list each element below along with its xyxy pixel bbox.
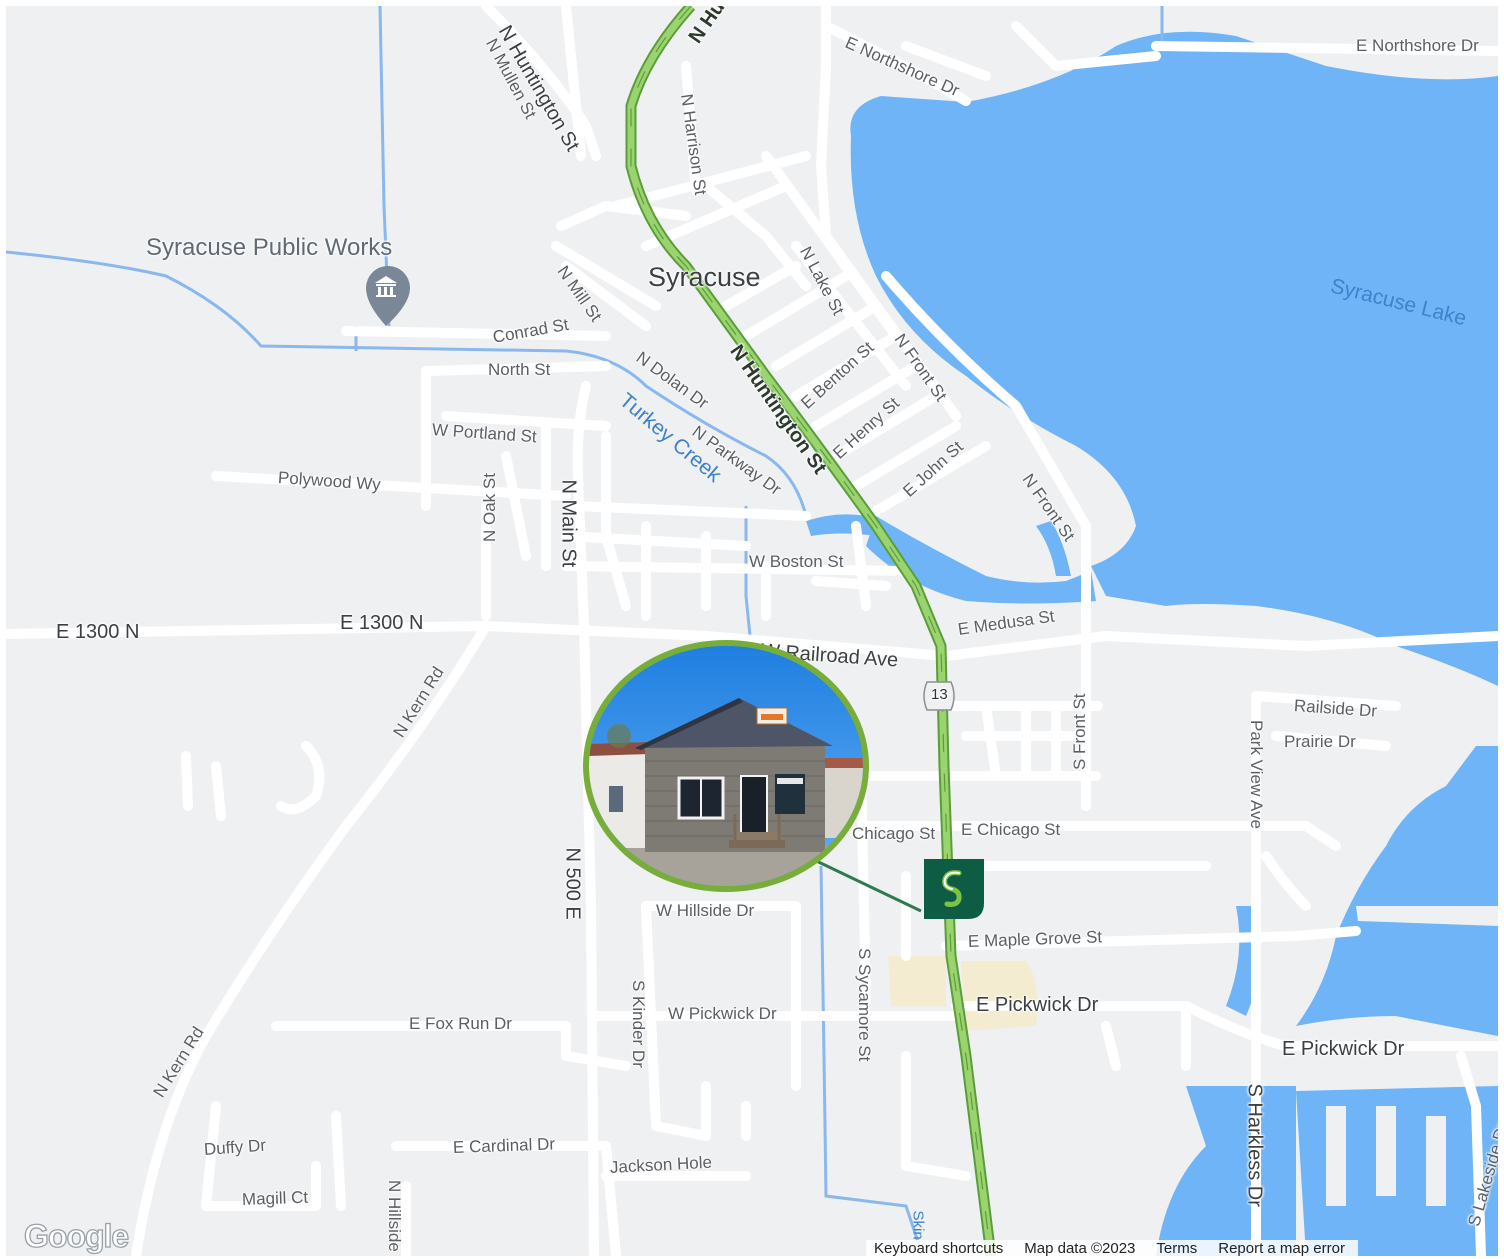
street-label: E Northshore Dr [1356, 36, 1479, 55]
street-label: E Cardinal Dr [452, 1134, 556, 1157]
map-data-label: Map data ©2023 [1016, 1240, 1149, 1257]
street-label: S Kinder Dr [629, 980, 648, 1068]
map-base-layer [6, 6, 1498, 1256]
street-label: E 1300 N [340, 612, 424, 634]
city-label: Syracuse [648, 262, 761, 292]
street-label: E Pickwick Dr [1282, 1038, 1405, 1060]
google-logo: Google [23, 1217, 130, 1254]
street-label: E Pickwick Dr [976, 994, 1099, 1016]
poi-label[interactable]: Syracuse Public Works [146, 234, 393, 261]
street-label: N Hillside [385, 1180, 404, 1252]
poi-pin [366, 266, 410, 326]
map-footer: Keyboard shortcuts Map data ©2023 Terms … [866, 1238, 1358, 1259]
street-label: N Oak St [480, 473, 499, 542]
street-label: Park View Ave [1247, 720, 1266, 829]
street-label: N Main St [557, 479, 580, 568]
street-label: S Front St [1070, 693, 1089, 770]
street-label: Magill Ct [241, 1187, 309, 1209]
report-map-error-link[interactable]: Report a map error [1210, 1240, 1358, 1257]
map-canvas[interactable]: 13 Syracuse Syracuse Public Works Syracu… [6, 6, 1498, 1256]
terms-link[interactable]: Terms [1148, 1240, 1211, 1257]
route-shield-label: 13 [931, 686, 948, 703]
route-13-shield [923, 681, 955, 711]
street-label: S Harkless Dr [1243, 1083, 1266, 1207]
syracuse-lake [850, 31, 1498, 686]
stream-label: Skin [909, 1210, 927, 1240]
storage-s-logo-icon [924, 859, 984, 919]
street-label: W Pickwick Dr [668, 1004, 777, 1023]
street-label: North St [488, 360, 551, 379]
street-label: W Hillside Dr [656, 901, 755, 920]
street-label: E Fox Run Dr [409, 1014, 512, 1033]
street-label: Chicago St [852, 824, 936, 843]
keyboard-shortcuts-link[interactable]: Keyboard shortcuts [866, 1240, 1017, 1257]
street-label: Prairie Dr [1284, 732, 1356, 751]
street-label: N 500 E [561, 847, 584, 920]
storage-marker[interactable] [924, 859, 984, 919]
street-label: W Boston St [749, 552, 844, 571]
street-label: E 1300 N [56, 621, 140, 643]
property-photo-callout[interactable] [583, 640, 869, 892]
street-label: S Sycamore St [855, 948, 874, 1062]
street-label: E Chicago St [961, 820, 1061, 839]
